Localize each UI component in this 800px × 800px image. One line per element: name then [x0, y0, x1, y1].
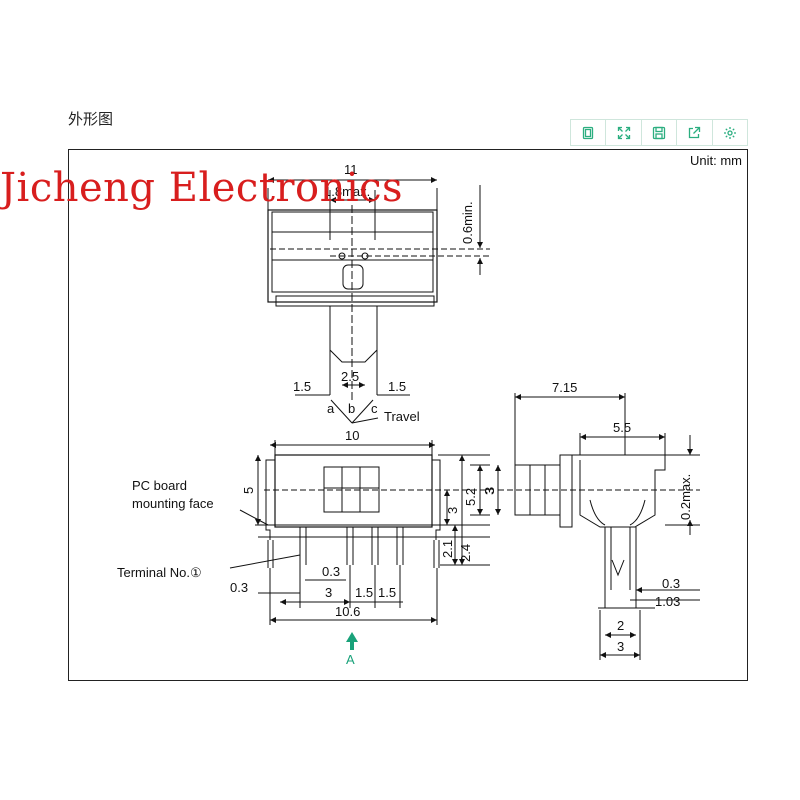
diagram-toolbar: [570, 119, 748, 146]
terminal-label: Terminal No.①: [117, 565, 202, 580]
dim-top-width: 11: [344, 162, 358, 177]
dim-top-max: 1.8max.: [324, 184, 370, 199]
dim-side-1-03: 1.03: [655, 594, 680, 609]
view-a-arrow: [346, 632, 358, 650]
dim-side-2: 2: [617, 618, 624, 633]
dim-top-min: 0.6min.: [460, 201, 475, 244]
dim-span-3: 3: [325, 585, 332, 600]
save-button[interactable]: [642, 120, 678, 145]
dim-side-3-bottom: 3: [617, 639, 624, 654]
dim-height-3-inner: 3: [445, 507, 460, 514]
dim-body-width: 10: [345, 428, 359, 443]
dim-side-5-5: 5.5: [613, 420, 631, 435]
dim-total-10-6: 10.6: [335, 604, 360, 619]
dim-side-0-3: 0.3: [662, 576, 680, 591]
switch-outline-drawing: 11 1.8max. 0.6min. 2.5 1.5 1.5 a b c Tra…: [117, 162, 700, 667]
pc-board-label-2: mounting face: [132, 496, 214, 511]
share-icon: [689, 126, 701, 138]
dim-pitch-1-5b: 1.5: [378, 585, 396, 600]
dim-height-3-right: 3: [482, 487, 497, 494]
dim-pin-0-3: 0.3: [322, 564, 340, 579]
top-view: [267, 177, 490, 424]
pos-a: a: [327, 401, 335, 416]
front-view: [229, 440, 490, 625]
pos-c: c: [371, 401, 378, 416]
page-title: 外形图: [68, 110, 114, 128]
diagram-frame: Unit: mm: [68, 149, 748, 681]
expand-button[interactable]: [606, 120, 642, 145]
dim-travel-left: 1.5: [293, 379, 311, 394]
expand-icon: [617, 126, 630, 139]
unit-label: Unit: mm: [690, 153, 742, 168]
document-button[interactable]: [571, 120, 607, 145]
save-icon: [652, 126, 666, 139]
dim-height-5-2: 5.2: [463, 488, 478, 506]
dim-side-3: 3: [482, 488, 497, 495]
dim-travel-right: 1.5: [388, 379, 406, 394]
pc-board-label-1: PC board: [132, 478, 187, 493]
travel-label: Travel: [384, 409, 420, 424]
dim-height-2-4: 2.4: [458, 544, 473, 562]
dim-left-0-3: 0.3: [230, 580, 248, 595]
watermark-text: Jicheng Electronics: [0, 165, 404, 211]
dim-height-5: 5: [241, 487, 256, 494]
pos-b: b: [348, 401, 355, 416]
dim-side-7-15: 7.15: [552, 380, 577, 395]
dim-side-0-2max: 0.2max.: [678, 474, 693, 520]
settings-button[interactable]: [713, 120, 747, 145]
dim-pitch-1-5a: 1.5: [355, 585, 373, 600]
settings-icon: [723, 126, 736, 139]
dim-height-2-1: 2.1: [440, 540, 455, 558]
side-view: [495, 393, 700, 660]
document-icon: [583, 126, 594, 139]
share-button[interactable]: [677, 120, 713, 145]
view-a-label: A: [346, 652, 355, 667]
dim-pin-pitch: 2.5: [341, 369, 359, 384]
